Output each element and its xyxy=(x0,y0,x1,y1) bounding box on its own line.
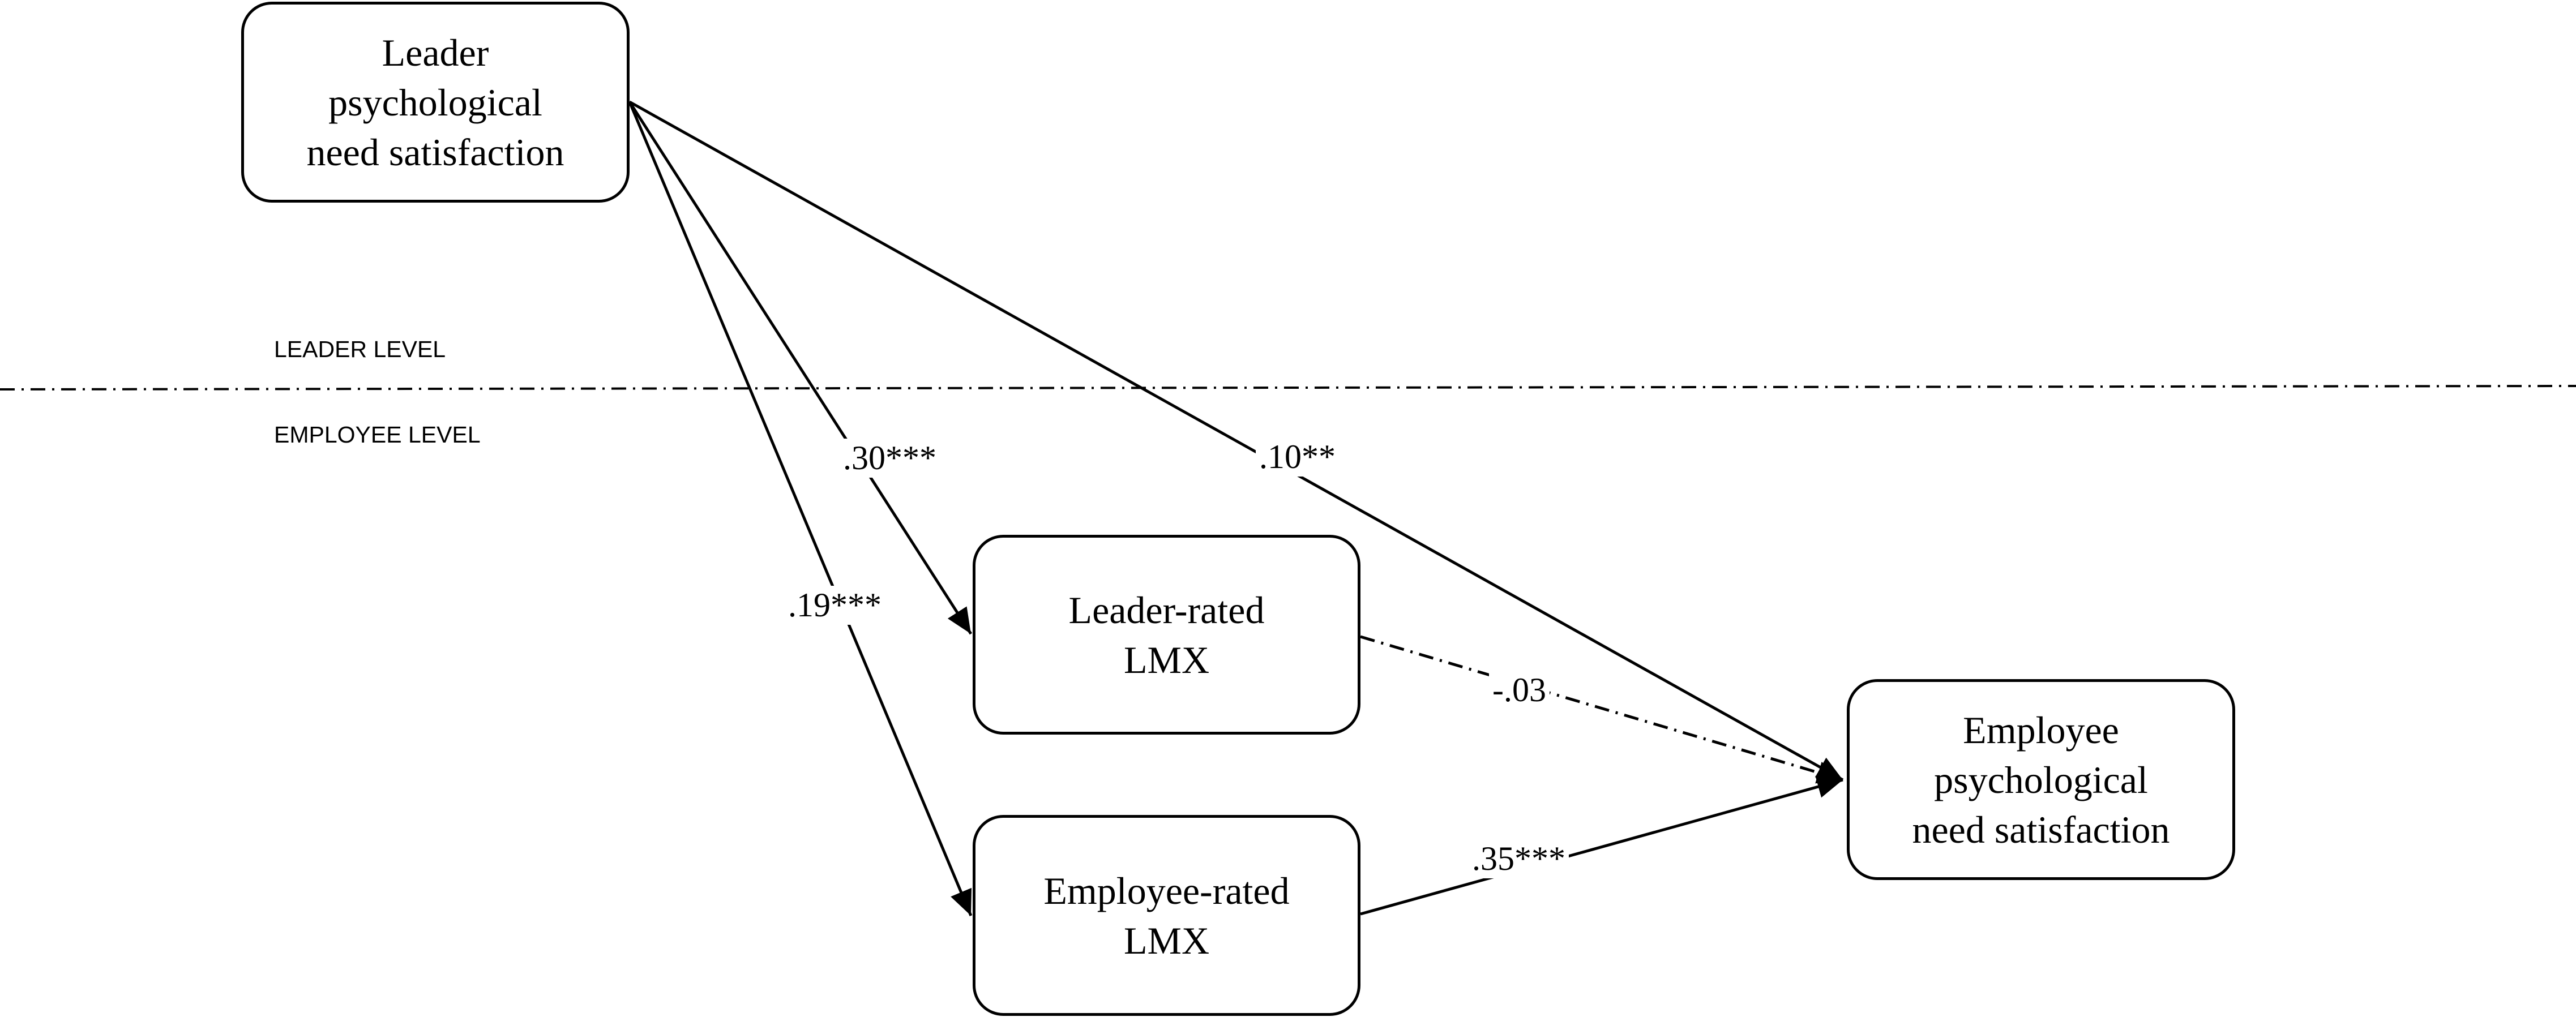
level-divider-line xyxy=(0,385,2576,391)
coefficient-leader-lmx-to-employee-psn: -.03 xyxy=(1489,671,1550,710)
employee-rated-lmx-box: Employee-rated LMX xyxy=(973,815,1360,1016)
node-label-line: LMX xyxy=(1123,638,1210,681)
path-arrow-leader-to-employee-lmx xyxy=(628,101,973,916)
node-label-line: Employee xyxy=(1963,708,2119,752)
node-label-line: need satisfaction xyxy=(1912,808,2170,851)
leader-psychological-need-satisfaction-box: Leader psychological need satisfaction xyxy=(241,2,630,203)
path-arrow-leader-to-leader-lmx xyxy=(628,101,973,635)
coefficient-leader-to-leader-lmx: .30*** xyxy=(840,439,940,478)
coefficient-leader-to-employee-lmx: .19*** xyxy=(785,586,885,625)
coefficient-leader-to-employee-psn: .10** xyxy=(1256,437,1339,477)
path-arrow-employee-lmx-to-employee-psn xyxy=(1360,775,1843,916)
node-label-line: Leader xyxy=(382,31,489,74)
node-label-line: psychological xyxy=(1934,758,2148,801)
node-label-line: psychological xyxy=(328,80,542,124)
node-label-line: Leader-rated xyxy=(1068,588,1265,632)
node-label-line: LMX xyxy=(1123,919,1210,962)
employee-level-label: EMPLOYEE LEVEL xyxy=(274,422,481,448)
leader-level-label: LEADER LEVEL xyxy=(274,336,446,362)
path-arrow-leader-to-employee-psn xyxy=(628,100,1844,782)
leader-rated-lmx-box: Leader-rated LMX xyxy=(973,535,1360,735)
path-arrow-leader-lmx-to-employee-psn xyxy=(1360,635,1843,784)
employee-psychological-need-satisfaction-box: Employee psychological need satisfaction xyxy=(1847,679,2235,880)
coefficient-employee-lmx-to-employee-psn: .35*** xyxy=(1469,839,1569,878)
node-label-line: need satisfaction xyxy=(306,130,564,174)
node-label-line: Employee-rated xyxy=(1043,869,1290,912)
